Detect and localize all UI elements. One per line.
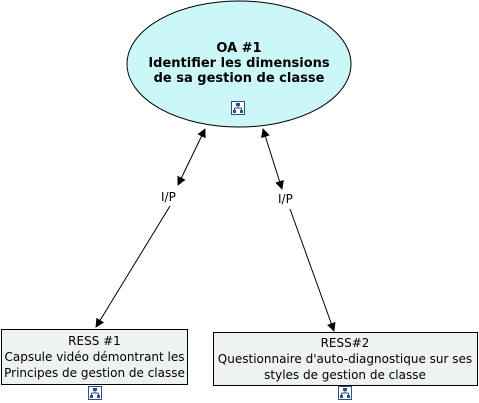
resource-2-line-1: RESS#2 (320, 336, 370, 350)
link-2-lower-segment (289, 208, 336, 332)
link-1-upper-segment (177, 128, 206, 186)
main-node-label: OA #1 Identifier les dimensions de sa ge… (124, 41, 354, 86)
main-node-ellipse[interactable] (126, 0, 352, 128)
resource-2-line-2: Questionnaire d'auto-diagnostique sur se… (217, 352, 473, 366)
concept-map-icon[interactable] (231, 101, 245, 115)
resource-2-box[interactable] (213, 332, 478, 386)
concept-map-icon[interactable] (88, 386, 102, 400)
main-node-line-1: OA #1 (216, 41, 262, 56)
link-2-upper-segment (261, 128, 284, 190)
resource-1-box[interactable] (1, 329, 188, 385)
main-node-line-3: de sa gestion de classe (153, 71, 325, 86)
link-1-lower-segment (95, 205, 171, 328)
resource-2-label: RESS#2 Questionnaire d'auto-diagnostique… (214, 335, 476, 383)
resource-1-line-2: Capsule vidéo démontrant les (4, 350, 185, 364)
link-2-label: I/P (277, 192, 294, 206)
resource-2-line-3: styles de gestion de classe (264, 368, 426, 382)
link-1-label: I/P (160, 190, 177, 204)
main-node-line-2: Identifier les dimensions (148, 56, 330, 71)
resource-1-label: RESS #1 Capsule vidéo démontrant les Pri… (2, 333, 187, 381)
concept-map-icon[interactable] (338, 386, 352, 400)
resource-1-line-3: Principes de gestion de classe (4, 366, 185, 380)
resource-1-line-1: RESS #1 (68, 334, 121, 348)
